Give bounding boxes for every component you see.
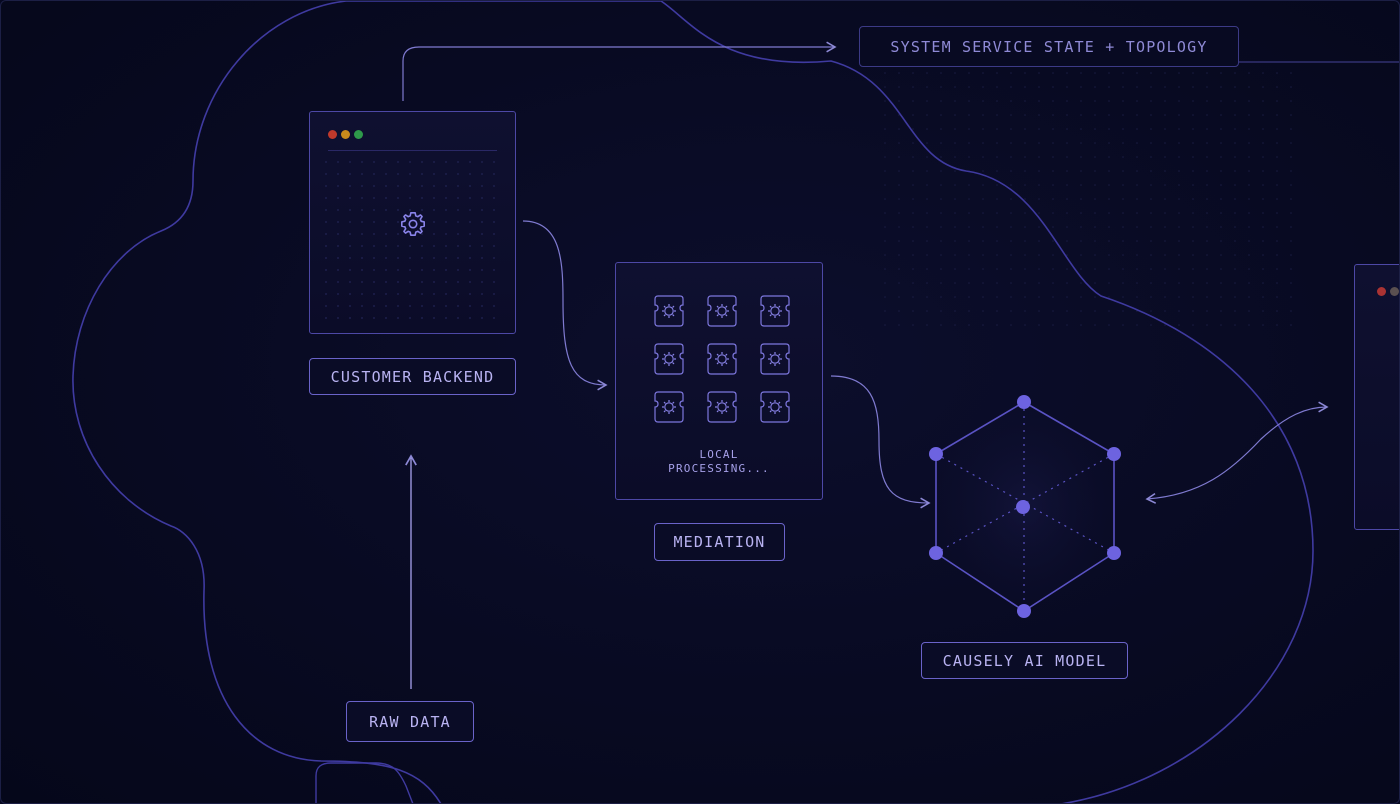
gear-card-icon <box>760 391 790 423</box>
graph-node-center <box>1016 500 1030 514</box>
window-minimize-dot <box>341 130 350 139</box>
window-maximize-dot <box>354 130 363 139</box>
gear-card-icon <box>654 391 684 423</box>
gear-card-icon <box>707 295 737 327</box>
processing-status-line1: LOCAL <box>699 448 739 461</box>
causely-ai-model-label: CAUSELY AI MODEL <box>921 642 1128 679</box>
processing-status-line2: PROCESSING... <box>668 462 770 475</box>
arrow-mediation-to-model <box>830 375 931 509</box>
gear-card-icon <box>707 343 737 375</box>
ai-model-graph <box>929 395 1121 618</box>
arrow-model-bidirectional <box>1145 401 1329 504</box>
cloud-outline <box>72 1 1314 803</box>
dot-grid-texture <box>881 71 1301 331</box>
gear-card-icon <box>760 343 790 375</box>
window-divider <box>328 150 497 151</box>
gear-icon <box>401 212 425 237</box>
window-controls <box>1377 287 1399 296</box>
window-close-dot <box>328 130 337 139</box>
graph-node <box>1107 546 1121 560</box>
window-minimize-dot <box>1390 287 1399 296</box>
topology-label: SYSTEM SERVICE STATE + TOPOLOGY <box>859 26 1239 67</box>
graph-node <box>1017 604 1031 618</box>
mediation-label: MEDIATION <box>654 523 785 561</box>
customer-backend-window <box>309 111 516 334</box>
arrow-backend-to-mediation <box>522 220 608 391</box>
graph-node <box>929 546 943 560</box>
gear-card-icon <box>707 391 737 423</box>
graph-node <box>1107 447 1121 461</box>
gear-card-icon <box>654 343 684 375</box>
graph-node <box>1017 395 1031 409</box>
partial-shape-bottom <box>315 762 414 803</box>
mediation-panel: LOCAL PROCESSING... <box>615 262 823 500</box>
gear-card-icon <box>654 295 684 327</box>
raw-data-label: RAW DATA <box>346 701 474 742</box>
window-grid-texture <box>320 156 505 323</box>
window-controls <box>328 130 363 139</box>
arrow-backend-to-topology <box>402 41 837 101</box>
customer-backend-label: CUSTOMER BACKEND <box>309 358 516 395</box>
window-close-dot <box>1377 287 1386 296</box>
graph-node <box>929 447 943 461</box>
external-window-partial <box>1354 264 1399 530</box>
gear-card-icon <box>760 295 790 327</box>
